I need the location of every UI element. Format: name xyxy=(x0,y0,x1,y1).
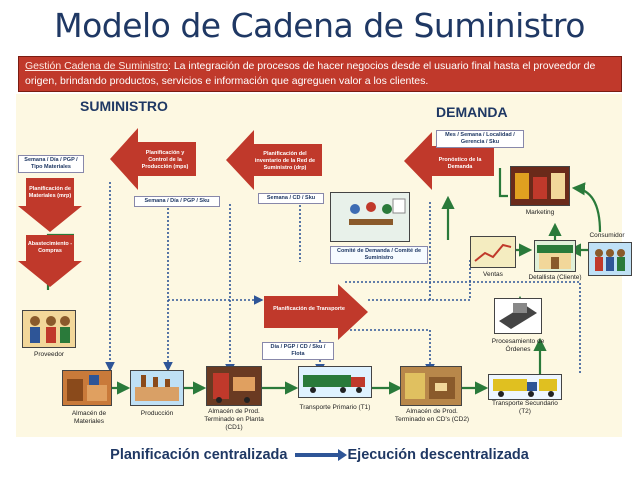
section-supply: SUMINISTRO xyxy=(80,98,168,114)
meeting-icon xyxy=(330,192,410,242)
drp-label: Planificación del inventario de la Red d… xyxy=(254,151,316,171)
warehouse-icon xyxy=(62,370,112,406)
transport-planning-arrow xyxy=(264,284,368,340)
tag-transport: Día / PGP / CD / Sku / Flota xyxy=(262,342,334,360)
cd-warehouse-label: Almacén de Prod. Terminado en CD's (CD2) xyxy=(394,408,470,423)
primary-transport-label: Transporte Primario (T1) xyxy=(299,404,371,411)
store-icon xyxy=(534,240,576,272)
tag-production: Semana / Día / PGP / Sku xyxy=(134,196,220,207)
production-planning-label: Planificación y Control de la Producción… xyxy=(141,150,189,170)
consumer-label: Consumidor xyxy=(589,232,625,239)
marketing-icon xyxy=(510,166,570,206)
mrp-arrow xyxy=(18,178,82,232)
drp-arrow xyxy=(226,130,322,190)
transport-planning-label: Planificación de Transporte xyxy=(273,306,345,312)
mrp-label: Planificación de Materiales (mrp) xyxy=(28,186,72,199)
materials-warehouse-label: Almacén de Materiales xyxy=(71,410,107,425)
footer-arrow-icon xyxy=(295,449,348,462)
tag-committee: Comité de Demanda / Comité de Suministro xyxy=(330,246,428,264)
flow-line-12 xyxy=(571,182,602,233)
sales-label: Ventas xyxy=(483,271,503,278)
forecast-label: Pronóstico de la Demanda xyxy=(438,157,482,170)
dotted-t2-link xyxy=(345,281,581,375)
purchasing-arrow xyxy=(18,235,82,287)
definition-text: : La integración de procesos de hacer ne… xyxy=(25,60,596,87)
flow-line-14 xyxy=(498,168,508,198)
factory-icon xyxy=(130,370,184,406)
truck-secondary-icon xyxy=(488,374,562,400)
computer-icon xyxy=(494,298,542,334)
tag-materials: Semana / Día / PGP / Tipo Materiales xyxy=(18,155,84,173)
definition-term: Gestión Cadena de Suministro xyxy=(25,60,168,72)
purchasing-label: Abastecimiento - Compras xyxy=(27,241,73,254)
production-label: Producción xyxy=(140,410,174,417)
people-icon xyxy=(22,310,76,348)
dotted-cd2-link xyxy=(350,329,435,374)
production-planning-arrow xyxy=(110,128,196,190)
retailer-label: Detallista (Cliente) xyxy=(528,274,582,281)
tag-forecast: Mes / Semana / Localidad / Gerencia / Sk… xyxy=(436,130,524,148)
warehouse-cd-icon xyxy=(400,366,462,406)
chart-icon xyxy=(470,236,516,268)
order-processing-label: Procesamiento de Órdenes xyxy=(491,338,545,353)
page-title: Modelo de Cadena de Suministro xyxy=(54,6,585,45)
forklift-icon xyxy=(206,366,262,406)
tag-drp: Semana / CD / Sku xyxy=(258,193,324,204)
footer-left: Planificación centralizada xyxy=(110,447,288,463)
footer-right: Ejecución descentralizada xyxy=(347,447,529,463)
definition-box: Gestión Cadena de Suministro: La integra… xyxy=(18,56,622,92)
dotted-demand-link xyxy=(368,258,471,301)
truck-icon xyxy=(298,366,372,398)
section-demand: DEMANDA xyxy=(436,104,508,120)
marketing-label: Marketing xyxy=(525,209,555,216)
footer: Planificación centralizada Ejecución des… xyxy=(0,447,639,463)
secondary-transport-label: Transporte Secundario (T2) xyxy=(492,400,558,415)
consumer-icon xyxy=(588,242,632,276)
supplier-label: Proveedor xyxy=(34,351,64,358)
plant-warehouse-label: Almacén de Prod. Terminado en Planta (CD… xyxy=(204,408,264,431)
